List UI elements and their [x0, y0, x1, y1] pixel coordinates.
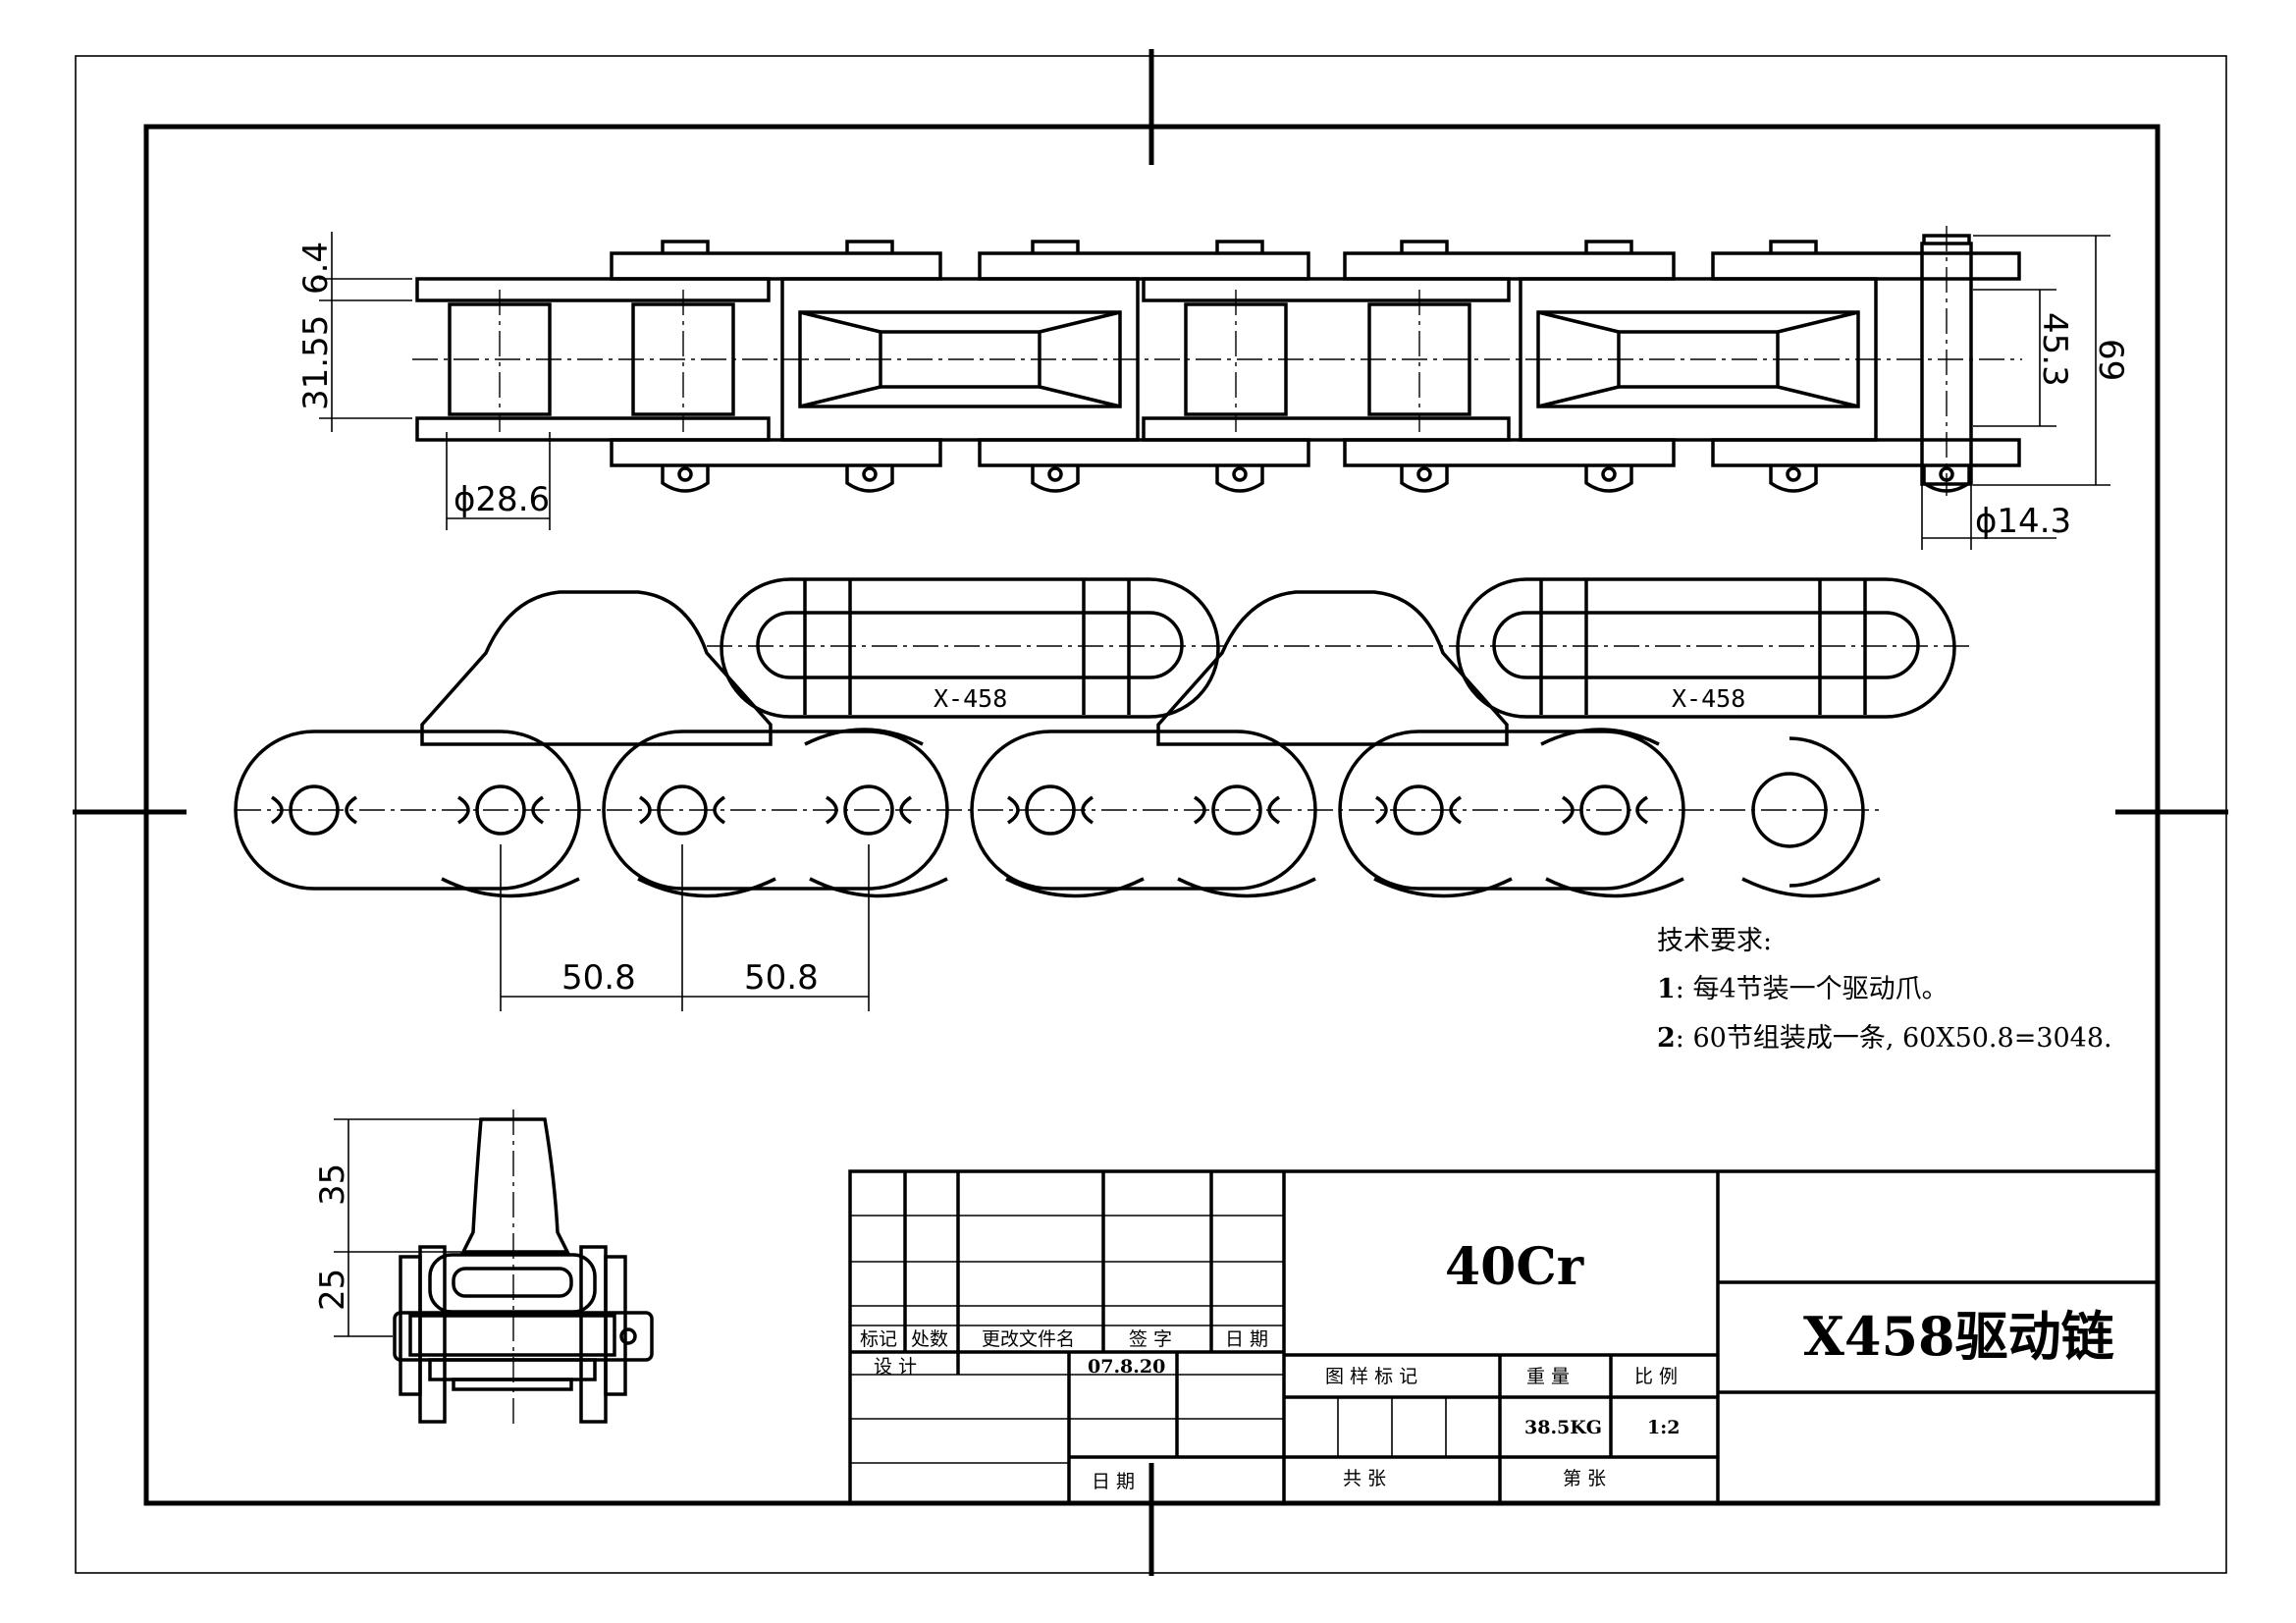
rev-header-date: 日 期 — [1225, 1328, 1268, 1350]
roller-profiles-lower — [441, 728, 1881, 898]
dim-69: 69 — [2091, 339, 2130, 381]
rev-header-mark: 标记 — [860, 1328, 897, 1350]
outer-plate-band-top — [415, 277, 1511, 302]
rev-header-count: 处数 — [911, 1328, 948, 1350]
design-date: 07.8.20 — [1088, 1356, 1165, 1378]
drive-claws — [720, 577, 1956, 719]
top-view: 6.4 31.55 ϕ28.6 45.3 69 ϕ14.3 — [296, 226, 2130, 550]
dim-35: 35 — [313, 1163, 352, 1206]
cotter-hole — [619, 1327, 637, 1345]
inner-plate-bands — [610, 251, 2021, 467]
dim-phi-28-6: ϕ28.6 — [454, 480, 550, 519]
front-view: X-458 X-458 — [234, 577, 1973, 1011]
title-block: 标记 处数 更改文件名 签 字 日 期 设 计 07.8.20 日 期 40Cr… — [848, 1169, 2160, 1505]
tech-req-item-1: 1: 每4节装一个驱动爪。 — [1657, 974, 1949, 1004]
dim-phi-14-3: ϕ14.3 — [1975, 502, 2071, 541]
weight-value: 38.5KG — [1524, 1417, 1602, 1438]
weight-label: 重 量 — [1526, 1366, 1570, 1387]
side-view: 35 25 — [313, 1109, 654, 1429]
dim-25: 25 — [313, 1269, 352, 1311]
material: 40Cr — [1445, 1237, 1584, 1297]
dim-6-4: 6.4 — [296, 242, 336, 295]
outer-plate-band-bottom — [415, 416, 1511, 442]
top-view-centerlines — [412, 226, 2022, 496]
front-view-centerlines — [236, 645, 1973, 811]
pitch-dimension-lines — [500, 844, 870, 1011]
technical-requirements: 技术要求: 1: 每4节装一个驱动爪。 2: 60节组装成一条, 60X50.8… — [1657, 926, 2112, 1054]
dim-pitch-2: 50.8 — [744, 958, 819, 998]
side-pin — [393, 1311, 654, 1362]
date-label: 日 期 — [1092, 1471, 1135, 1492]
design-label: 设 计 — [874, 1356, 917, 1378]
drawing-name: X458驱动链 — [1803, 1305, 2114, 1368]
centering-marks — [73, 49, 2228, 1576]
pin-heads — [661, 234, 1971, 493]
dim-pitch-1: 50.8 — [561, 958, 636, 998]
drawing-mark-label: 图 样 标 记 — [1325, 1366, 1417, 1387]
link-frame-side — [399, 1245, 627, 1424]
top-view-dimension-lines — [319, 232, 2110, 550]
side-view-dimension-lines — [334, 1118, 481, 1337]
link-marking-2: X-458 — [1672, 684, 1745, 713]
rev-header-doc: 更改文件名 — [982, 1328, 1075, 1350]
rev-header-sign: 签 字 — [1129, 1328, 1172, 1350]
claw-tooth — [460, 1117, 570, 1254]
tech-req-item-2: 2: 60节组装成一条, 60X50.8=3048. — [1657, 1023, 2112, 1054]
scale-label: 比 例 — [1634, 1366, 1678, 1387]
scale-value: 1:2 — [1647, 1417, 1680, 1438]
sheet-no-label: 第 张 — [1563, 1468, 1606, 1489]
tech-req-heading: 技术要求: — [1657, 926, 1772, 956]
link-marking-1: X-458 — [934, 684, 1007, 713]
dim-45-3: 45.3 — [2035, 312, 2074, 387]
total-sheets-label: 共 张 — [1343, 1468, 1386, 1489]
claw-attachment-links — [420, 590, 1509, 746]
dim-31-55: 31.55 — [296, 315, 336, 410]
